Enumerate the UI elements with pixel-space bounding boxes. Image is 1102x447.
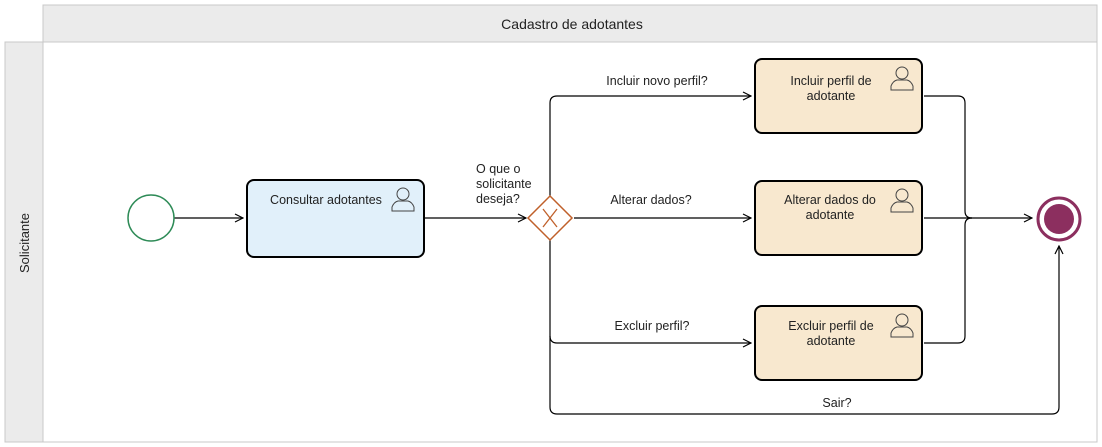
task-consultar[interactable]: Consultar adotantes — [246, 179, 425, 258]
task-incluir-label-line2: adotante — [807, 89, 856, 103]
exclusive-gateway[interactable] — [526, 194, 574, 242]
flow-excluir-to-end — [924, 217, 973, 344]
task-alterar[interactable]: Alterar dados do adotante — [754, 180, 923, 256]
gateway-x-icon — [542, 208, 558, 228]
sequence-flows — [174, 95, 1059, 415]
task-excluir[interactable]: Excluir perfil de adotante — [754, 305, 923, 381]
end-event[interactable] — [1036, 196, 1082, 242]
user-icon — [391, 187, 415, 212]
user-icon — [890, 188, 914, 213]
flow-sair — [549, 246, 1059, 415]
flow-label-sair: Sair? — [822, 396, 851, 410]
flow-incluir — [549, 96, 751, 197]
pool-title: Cadastro de adotantes — [501, 16, 643, 32]
task-excluir-label-line2: adotante — [807, 334, 856, 348]
gateway-question-line1: O que o — [476, 162, 521, 176]
lane-title: Solicitante — [17, 213, 32, 273]
gateway-question-line2: solicitante — [476, 177, 532, 191]
start-event[interactable] — [127, 194, 175, 242]
task-alterar-label-line2: adotante — [806, 208, 855, 222]
flow-incluir-to-end — [924, 95, 973, 219]
lane-header — [4, 41, 44, 443]
gateway-question-line3: deseja? — [476, 192, 520, 206]
user-icon — [890, 313, 914, 338]
task-incluir[interactable]: Incluir perfil de adotante — [754, 58, 923, 134]
flow-label-alterar: Alterar dados? — [610, 193, 691, 207]
task-alterar-label-line1: Alterar dados do — [784, 193, 876, 207]
task-consultar-label: Consultar adotantes — [270, 193, 382, 207]
flow-label-incluir: Incluir novo perfil? — [606, 74, 707, 88]
flow-label-excluir: Excluir perfil? — [614, 319, 689, 333]
task-incluir-label-line1: Incluir perfil de — [790, 74, 871, 88]
user-icon — [890, 66, 914, 91]
pool-header — [42, 4, 1098, 43]
task-excluir-label-line1: Excluir perfil de — [788, 319, 873, 333]
